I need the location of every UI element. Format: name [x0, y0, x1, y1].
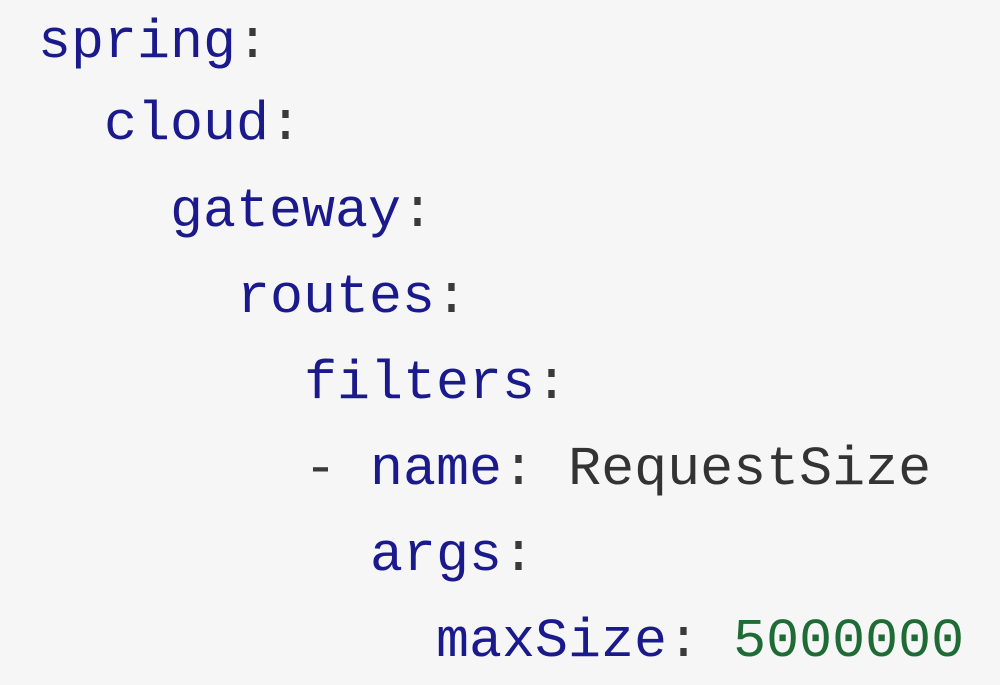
- yaml-key: cloud: [104, 93, 270, 156]
- code-line-maxsize: maxSize: 5000000: [436, 599, 964, 685]
- yaml-colon: :: [435, 266, 469, 329]
- yaml-colon: :: [269, 93, 303, 156]
- code-line-filters: filters:: [304, 341, 568, 427]
- yaml-key: routes: [237, 266, 436, 329]
- yaml-value-number: 5000000: [733, 610, 965, 673]
- yaml-colon: :: [236, 11, 270, 74]
- yaml-colon: :: [401, 180, 435, 243]
- yaml-colon: :: [502, 524, 536, 587]
- yaml-colon: :: [535, 352, 569, 415]
- yaml-key: gateway: [170, 180, 402, 243]
- yaml-key: filters: [304, 352, 536, 415]
- code-line-spring: spring:: [38, 0, 269, 86]
- code-line-cloud: cloud:: [104, 82, 302, 168]
- yaml-key: name: [370, 438, 503, 501]
- code-line-args: args:: [370, 513, 535, 599]
- yaml-key: args: [370, 524, 503, 587]
- yaml-key: maxSize: [436, 610, 668, 673]
- yaml-colon: :: [502, 438, 569, 501]
- code-line-routes: routes:: [237, 255, 468, 341]
- yaml-colon: :: [667, 610, 734, 673]
- yaml-key: spring: [38, 11, 237, 74]
- code-line-gateway: gateway:: [170, 169, 434, 255]
- yaml-list-dash: -: [304, 438, 371, 501]
- code-line-name: - name: RequestSize: [304, 427, 931, 513]
- yaml-value-string: RequestSize: [568, 438, 932, 501]
